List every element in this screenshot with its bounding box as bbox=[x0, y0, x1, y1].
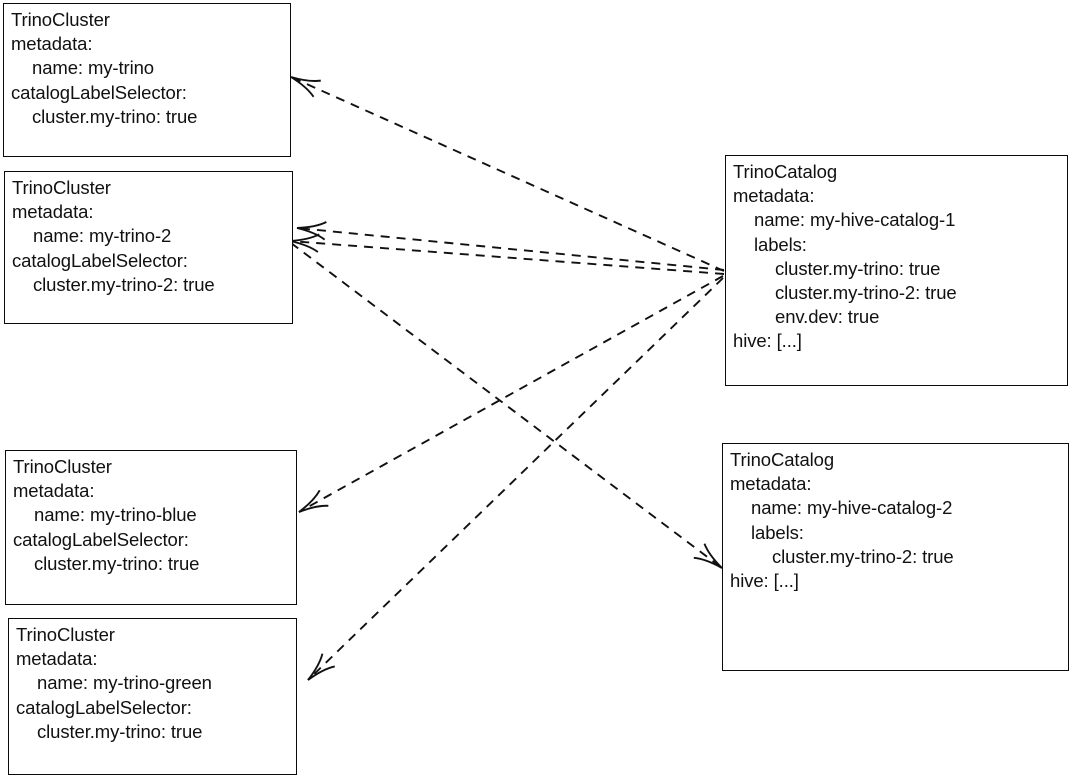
node-field-line: cluster.my-trino-2: true bbox=[775, 282, 957, 304]
node-field-line: cluster.my-trino: true bbox=[37, 720, 203, 742]
arrowhead-barb bbox=[307, 665, 335, 681]
edge-edge-catalog1-to-cluster-my-trino-2-a bbox=[296, 221, 725, 271]
node-field-line: metadata: bbox=[12, 201, 94, 223]
arrowhead-barb bbox=[296, 221, 327, 229]
arrowhead-barb bbox=[290, 76, 315, 98]
node-catalog-my-hive-catalog-1[interactable]: TrinoCatalog metadata:name: my-hive-catal… bbox=[725, 155, 1068, 386]
node-field-line: metadata: bbox=[733, 185, 815, 207]
node-field-line: cluster.my-trino-2: true bbox=[33, 273, 215, 295]
node-field-line: metadata: bbox=[16, 648, 98, 670]
arrowhead-barb bbox=[296, 227, 326, 241]
node-field-line: name: my-trino-blue bbox=[34, 504, 197, 526]
node-field-line: cluster.my-trino: true bbox=[32, 105, 198, 127]
edge-edge-catalog1-to-cluster-my-trino-green bbox=[307, 277, 724, 681]
node-field-line: labels: bbox=[751, 521, 804, 543]
edge-line bbox=[298, 275, 724, 513]
node-field-line: cluster.my-trino: true bbox=[775, 257, 941, 279]
node-kind-label: TrinoCatalog bbox=[733, 161, 838, 182]
node-field-line: env.dev: true bbox=[775, 306, 880, 328]
edge-line bbox=[307, 277, 724, 681]
node-kind-label: TrinoCluster bbox=[11, 9, 110, 30]
node-field-line: name: my-trino-2 bbox=[33, 225, 172, 247]
node-field-line: hive: [...] bbox=[730, 570, 799, 592]
edge-line bbox=[290, 242, 723, 569]
node-field-line: catalogLabelSelector: bbox=[11, 81, 187, 103]
node-field-line: cluster.my-trino: true bbox=[34, 552, 200, 574]
node-field-line: labels: bbox=[754, 233, 807, 255]
node-cluster-my-trino-blue[interactable]: TrinoCluster metadata:name: my-trino-blue… bbox=[5, 450, 297, 605]
arrowhead-barb bbox=[703, 543, 723, 569]
arrowhead-barb bbox=[298, 504, 329, 513]
edge-line bbox=[296, 227, 725, 271]
arrowhead-barb bbox=[289, 233, 320, 242]
node-field-line: name: my-hive-catalog-2 bbox=[751, 497, 953, 519]
node-catalog-my-hive-catalog-2[interactable]: TrinoCatalog metadata:name: my-hive-catal… bbox=[722, 443, 1069, 671]
node-field-line: metadata: bbox=[13, 480, 95, 502]
edge-edge-catalog1-to-cluster-my-trino-2-b bbox=[289, 233, 725, 275]
edge-edge-catalog1-to-cluster-my-trino-blue bbox=[298, 275, 724, 513]
node-field-line: metadata: bbox=[730, 473, 812, 495]
node-kind-label: TrinoCluster bbox=[13, 456, 112, 477]
node-kind-label: TrinoCluster bbox=[12, 177, 111, 198]
node-field-line: name: my-trino bbox=[32, 57, 154, 79]
node-field-line: cluster.my-trino-2: true bbox=[772, 545, 954, 567]
node-field-line: name: my-hive-catalog-1 bbox=[754, 209, 956, 231]
edge-line bbox=[290, 76, 725, 272]
node-field-line: catalogLabelSelector: bbox=[12, 249, 188, 271]
node-kind-label: TrinoCluster bbox=[16, 624, 115, 645]
node-cluster-my-trino-green[interactable]: TrinoCluster metadata:name: my-trino-gree… bbox=[8, 618, 297, 775]
node-field-line: metadata: bbox=[11, 33, 93, 55]
node-field-line: catalogLabelSelector: bbox=[16, 696, 192, 718]
node-kind-label: TrinoCatalog bbox=[730, 449, 835, 470]
edge-edge-cluster-my-trino-2-to-catalog2 bbox=[290, 242, 723, 569]
edge-edge-catalog1-to-cluster-my-trino bbox=[290, 76, 725, 272]
node-field-line: hive: [...] bbox=[733, 330, 802, 352]
node-field-line: name: my-trino-green bbox=[37, 672, 212, 694]
node-field-line: catalogLabelSelector: bbox=[13, 528, 189, 550]
edge-line bbox=[289, 240, 725, 275]
